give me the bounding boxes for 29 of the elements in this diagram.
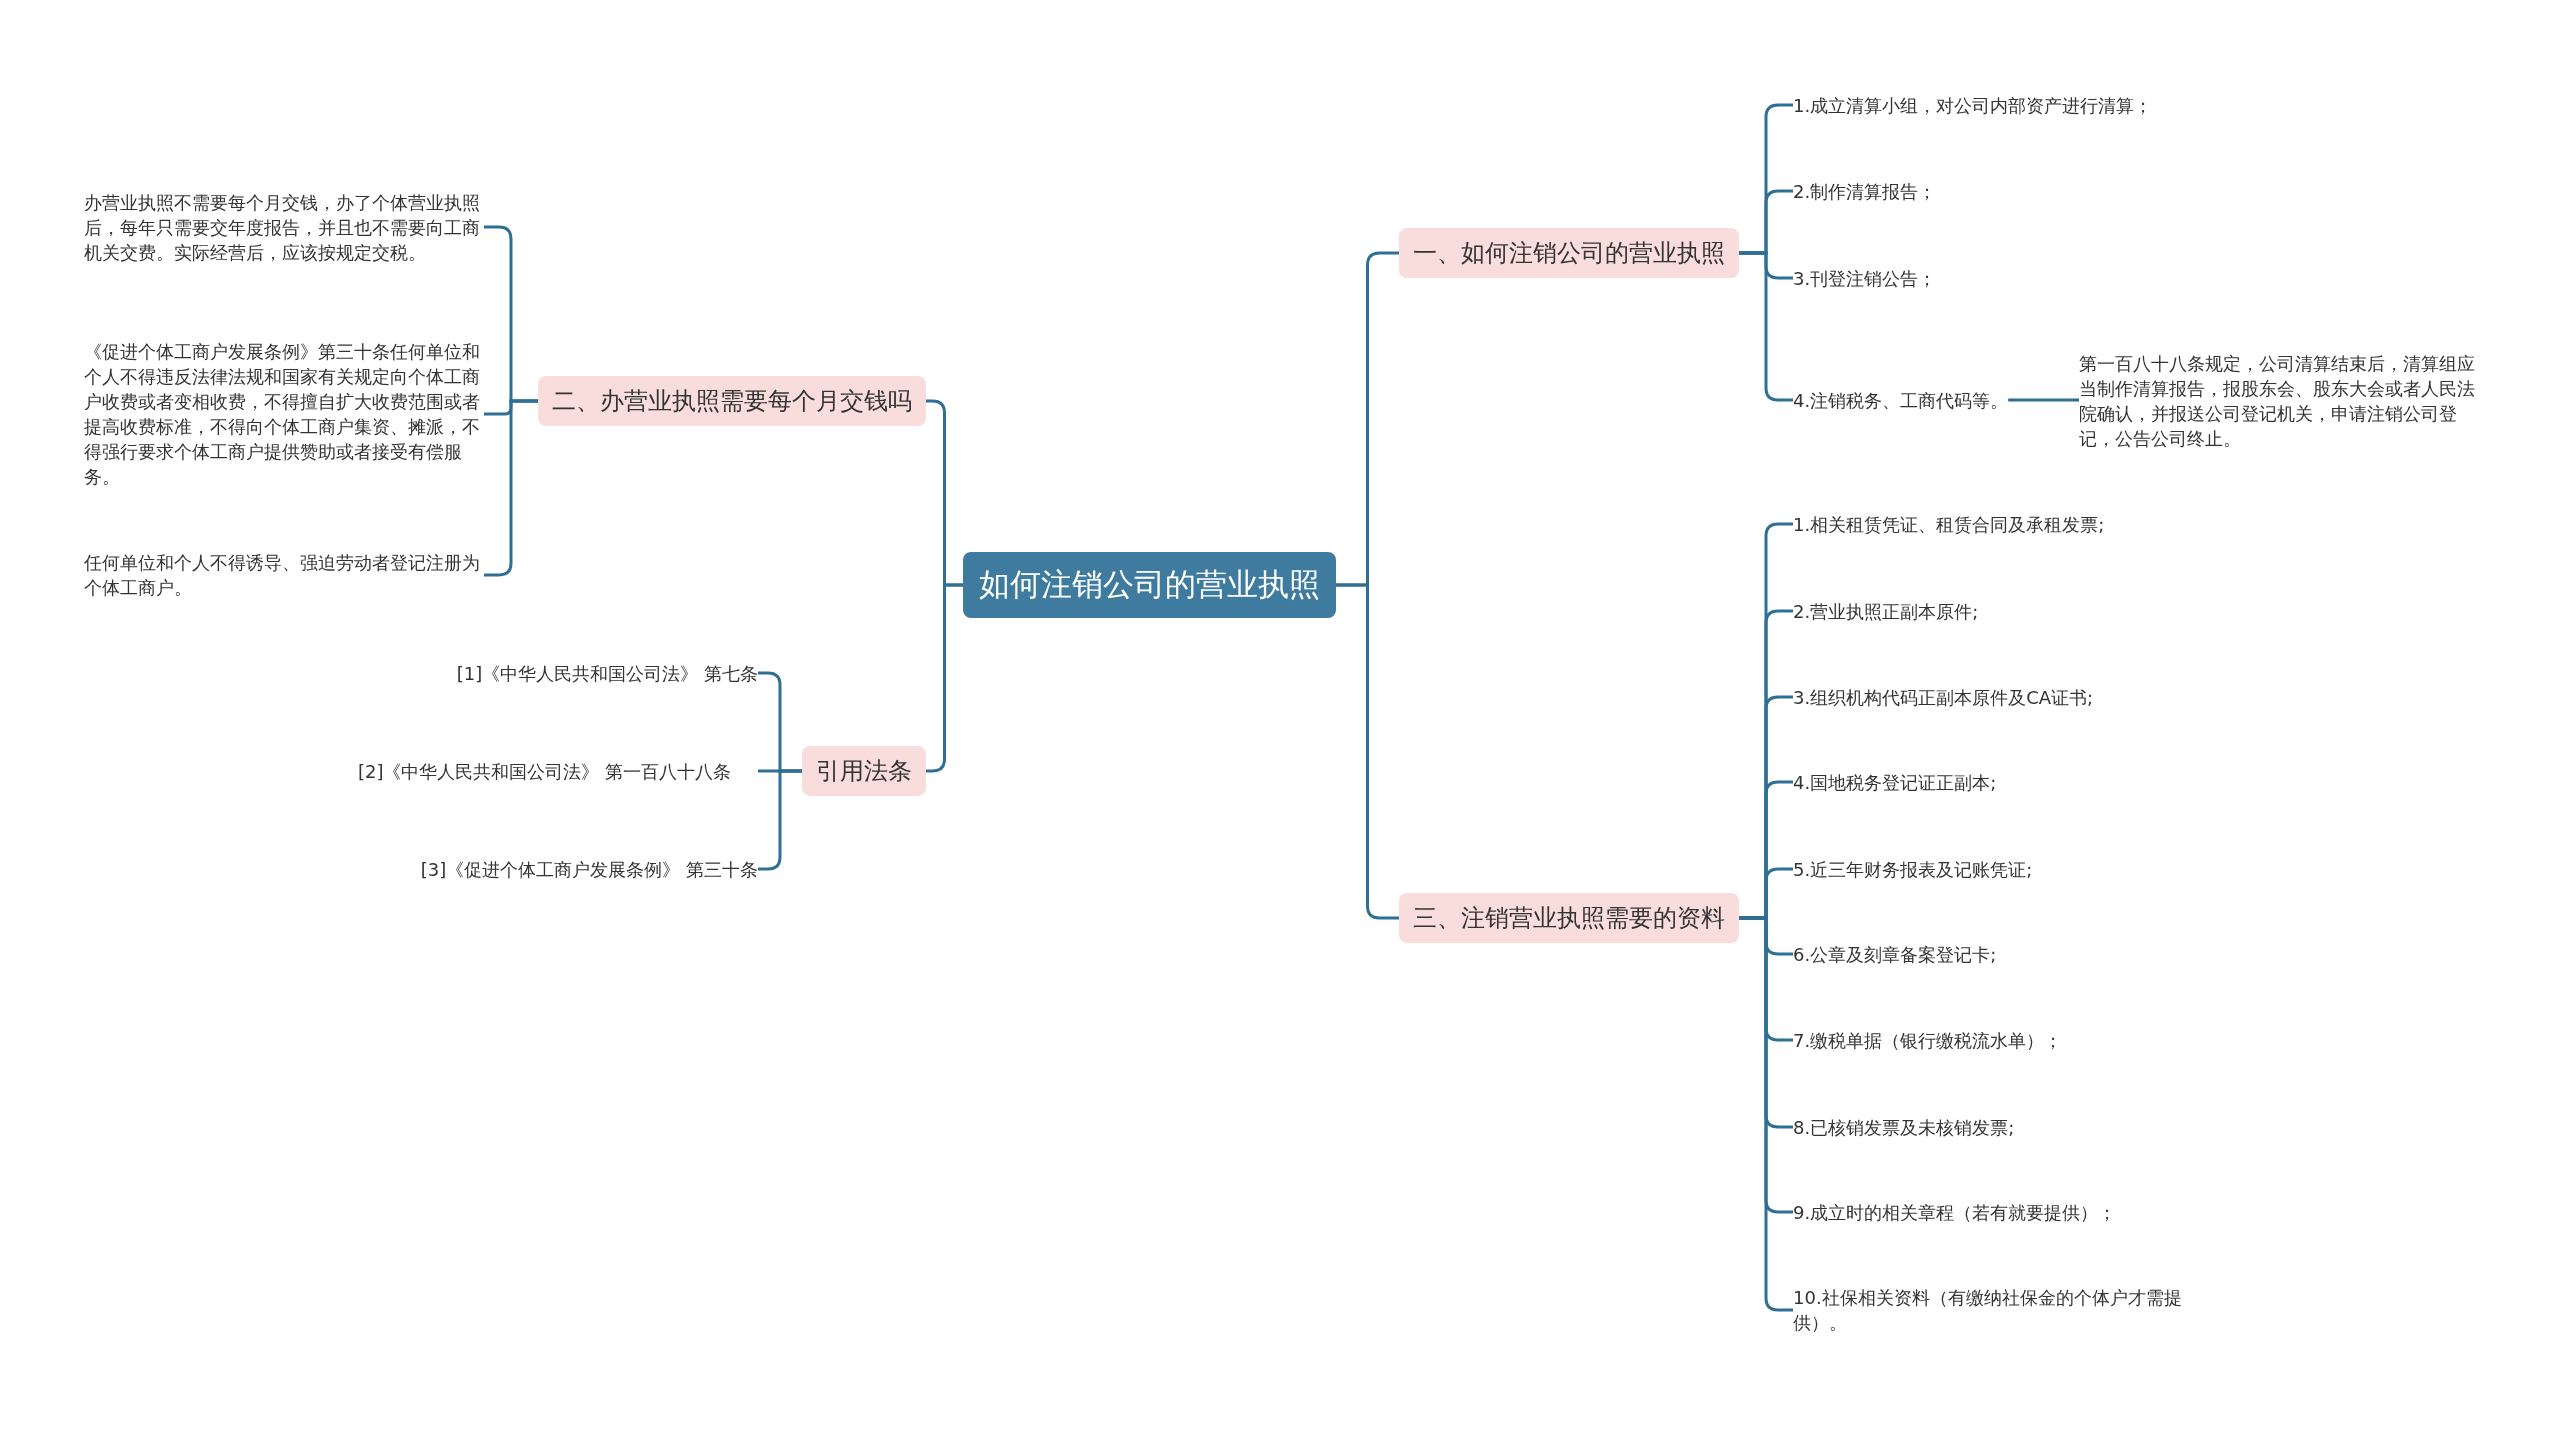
connector-line	[2008, 398, 2079, 402]
note-text: 4.注销税务、工商代码等。	[1793, 387, 2009, 413]
note-text: 3.组织机构代码正副本原件及CA证书;	[1793, 684, 2094, 710]
note-text: [3]《促进个体工商户发展条例》 第三十条	[420, 856, 758, 882]
note-text: [1]《中华人民共和国公司法》 第七条	[456, 660, 758, 686]
note-text: 2.制作清算报告；	[1793, 178, 1937, 204]
topic-box: 一、如何注销公司的营业执照	[1399, 228, 1739, 278]
note-text: 10.社保相关资料（有缴纳社保金的个体户才需提供）。	[1793, 1285, 2183, 1335]
connector-line	[926, 583, 963, 773]
topic-box: 三、注销营业执照需要的资料	[1399, 893, 1739, 943]
note-text: 6.公章及刻章备案登记卡;	[1793, 941, 1997, 967]
note-text: 1.成立清算小组，对公司内部资产进行清算；	[1793, 92, 2153, 118]
note-text: 任何单位和个人不得诱导、强迫劳动者登记注册为个体工商户。	[84, 550, 484, 600]
note-text: 5.近三年财务报表及记账凭证;	[1793, 856, 2033, 882]
note-text: 9.成立时的相关章程（若有就要提供）；	[1793, 1199, 2117, 1225]
note-text: 办营业执照不需要每个月交钱，办了个体营业执照后，每年只需要交年度报告，并且也不需要向工商机关交费。实际经营后，应该按规定交税。	[84, 189, 484, 265]
note-text: 7.缴税单据（银行缴税流水单）；	[1793, 1027, 2063, 1053]
note-text: 4.国地税务登记证正副本;	[1793, 769, 1997, 795]
connector-line	[1739, 916, 1793, 1312]
topic-box: 引用法条	[802, 746, 926, 796]
note-text: 1.相关租赁凭证、租赁合同及承租发票;	[1793, 511, 2105, 537]
note-text: 第一百八十八条规定，公司清算结束后，清算组应当制作清算报告，报股东会、股东大会或者人民法院确认，并报送公司登记机关，申请注销公司登记，公告公司终止。	[2079, 351, 2479, 451]
note-text: 《促进个体工商户发展条例》第三十条任何单位和个人不得违反法律法规和国家有关规定向个体工商户收费或者变相收费，不得擅自扩大收费范围或者提高收费标准，不得向个体工商户集资、摊派，不得强行要求个体工商户提供赞助或者接受有偿服务。	[84, 339, 484, 489]
note-text: 8.已核销发票及未核销发票;	[1793, 1114, 2015, 1140]
topic-box: 二、办营业执照需要每个月交钱吗	[538, 376, 926, 426]
note-text: 2.营业执照正副本原件;	[1793, 598, 1979, 624]
note-text: 3.刊登注销公告；	[1793, 265, 1937, 291]
central-topic: 如何注销公司的营业执照	[963, 552, 1336, 618]
note-text: [2]《中华人民共和国公司法》 第一百八十八条	[358, 758, 758, 784]
